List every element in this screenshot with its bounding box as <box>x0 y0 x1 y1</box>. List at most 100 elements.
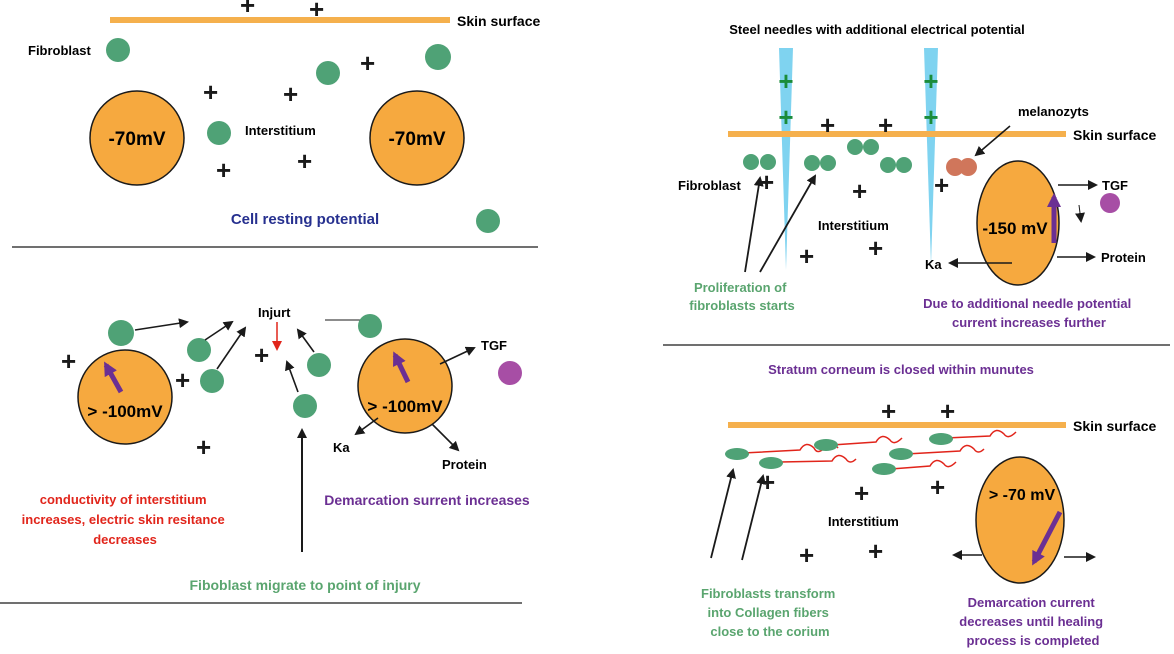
plus-sign: + <box>878 110 893 140</box>
caption-migration: Fiboblast migrate to point of injury <box>190 577 421 593</box>
protein-arrow <box>431 423 460 452</box>
needle-plus: + <box>923 102 938 132</box>
injury-label: Injurt <box>258 305 291 320</box>
plus-sign: + <box>852 176 867 206</box>
plus-sign: + <box>216 155 231 185</box>
skin-surface-line <box>728 422 1066 428</box>
protein-label: Protein <box>1101 250 1146 265</box>
plus-sign: + <box>881 396 896 426</box>
skin-surface-label: Skin surface <box>1073 418 1156 434</box>
skin-surface-line <box>110 17 450 23</box>
ka-arrow <box>354 417 379 436</box>
fibroblast-cell <box>476 209 500 233</box>
caption-demarcation: Demarcation surrent increases <box>324 492 530 508</box>
transform-arrow <box>741 474 766 561</box>
potential-arrow <box>103 361 124 394</box>
melanocyte <box>946 158 964 176</box>
fibroblast-cell <box>207 121 231 145</box>
cell-potential: -150 mV <box>982 219 1048 238</box>
steel-needle <box>924 48 938 265</box>
caption-conductivity: conductivity of interstitium increases, … <box>22 492 229 547</box>
migration-arrow <box>216 326 247 370</box>
cell-right-potential: > -100mV <box>367 397 443 416</box>
caption-resting: Cell resting potential <box>231 211 379 228</box>
fibroblast-cell <box>743 154 759 170</box>
skin-surface-label: Skin surface <box>1073 127 1156 143</box>
fibroblast-cell <box>889 448 913 460</box>
fibroblast-cell <box>108 320 134 346</box>
plus-sign: + <box>283 79 298 109</box>
fibroblast-cell <box>872 463 896 475</box>
skin-surface-label: Skin surface <box>457 13 540 29</box>
fibroblast-cell <box>307 353 331 377</box>
fibroblast-cell <box>759 457 783 469</box>
cell-left <box>89 90 185 186</box>
fibroblast-cell <box>358 314 382 338</box>
panel-healing: Stratum corneum is closed within munutes… <box>701 362 1156 648</box>
plus-sign: + <box>759 167 774 197</box>
plus-sign: + <box>61 346 76 376</box>
ka-label: Ka <box>925 257 942 272</box>
tgf-label: TGF <box>1102 178 1128 193</box>
caption-collagen: Fibroblasts transform into Collagen fibe… <box>701 586 839 639</box>
panel-injury: Injurt > -100mV > -100mV TGF Ka Protein … <box>0 305 530 604</box>
panel-needles: Steel needles with additional electrical… <box>663 22 1170 346</box>
fibroblast-cell <box>847 139 863 155</box>
fibroblast-cell <box>804 155 820 171</box>
fibroblast-cell <box>814 439 838 451</box>
needle-plus: + <box>778 66 793 96</box>
plus-sign: + <box>799 540 814 570</box>
caption-needle-potential: Due to additional needle potential curre… <box>923 296 1135 330</box>
transform-arrow <box>710 468 736 559</box>
collagen-fiber <box>945 429 1017 439</box>
plus-sign: + <box>309 0 324 24</box>
cell-right <box>369 90 465 186</box>
plus-sign: + <box>820 110 835 140</box>
interstitium-label: Interstitium <box>245 123 316 138</box>
steel-needle <box>779 48 793 270</box>
collagen-fiber <box>779 454 857 463</box>
needle-plus: + <box>923 66 938 96</box>
cell-right-potential: -70mV <box>388 129 445 150</box>
plus-sign: + <box>297 146 312 176</box>
potential-arrow <box>1031 510 1063 566</box>
migration-arrow <box>296 328 315 353</box>
fibroblast-cell <box>880 157 896 173</box>
fibroblast-cell <box>929 433 953 445</box>
fibroblast-cell <box>425 44 451 70</box>
tgf-arrow <box>439 346 476 365</box>
melanocytes-arrow <box>974 125 1011 157</box>
plus-sign: + <box>940 396 955 426</box>
plus-sign: + <box>254 340 269 370</box>
cell-potential: > -70 mV <box>989 487 1056 504</box>
fibroblast-cell <box>200 369 224 393</box>
plus-sign: + <box>196 432 211 462</box>
collagen-fiber <box>905 444 985 455</box>
tgf-label: TGF <box>481 338 507 353</box>
migration-arrow <box>285 360 299 393</box>
cell-left-potential: > -100mV <box>87 402 163 421</box>
plus-sign: + <box>930 472 945 502</box>
plus-sign: + <box>203 77 218 107</box>
potential-arrow <box>392 351 411 384</box>
interstitium-label: Interstitium <box>818 218 889 233</box>
collagen-fiber <box>831 435 903 446</box>
fibroblast-cell <box>760 154 776 170</box>
migration-arrow <box>134 318 189 331</box>
interstitium-label: Interstitium <box>828 514 899 529</box>
plus-sign: + <box>360 48 375 78</box>
fibroblast-cell <box>896 157 912 173</box>
plus-sign: + <box>240 0 255 20</box>
needles-caption: Steel needles with additional electrical… <box>729 22 1024 37</box>
cell-left-potential: -70mV <box>108 129 165 150</box>
fibroblast-cell <box>316 61 340 85</box>
fibroblast-label: Fibroblast <box>28 43 92 58</box>
fibroblast-label: Fibroblast <box>678 178 742 193</box>
proliferation-arrow <box>744 176 764 273</box>
tgf-molecule <box>1100 193 1120 213</box>
proliferation-arrow <box>759 174 816 273</box>
caption-healing: Demarcation current decreases until heal… <box>959 595 1106 648</box>
fibroblast-cell <box>187 338 211 362</box>
ka-label: Ka <box>333 440 350 455</box>
